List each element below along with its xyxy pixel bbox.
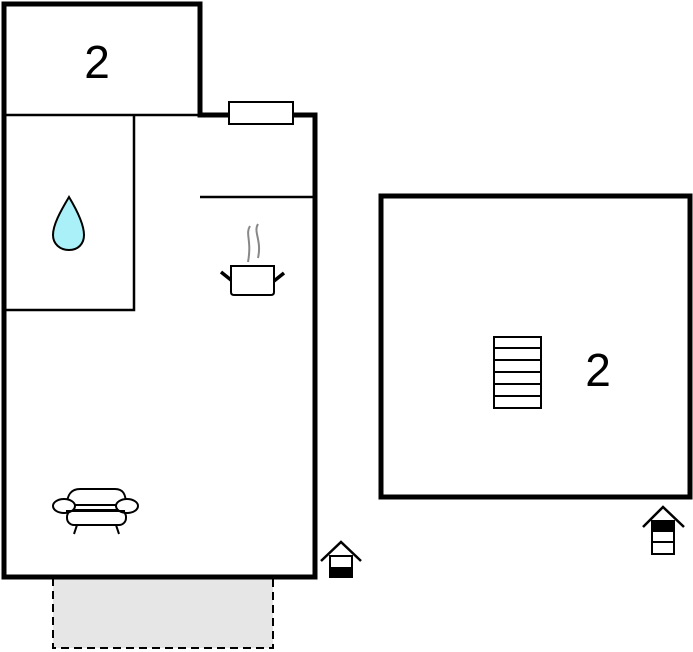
room-label-right-building: 2 bbox=[585, 344, 611, 396]
entrance-arrow-icon bbox=[642, 505, 685, 555]
staircase-icon bbox=[493, 336, 542, 409]
room-label-top-left: 2 bbox=[84, 36, 110, 88]
water-drop-icon bbox=[51, 195, 86, 252]
main-building-walls bbox=[1, 1, 318, 580]
cooking-pot-icon bbox=[219, 223, 286, 296]
right-building-walls bbox=[378, 193, 693, 500]
terrace bbox=[52, 577, 274, 649]
window bbox=[228, 101, 294, 125]
armchair-icon bbox=[52, 488, 139, 535]
bathroom-walls bbox=[4, 115, 136, 312]
entrance-arrow-icon bbox=[320, 540, 362, 578]
